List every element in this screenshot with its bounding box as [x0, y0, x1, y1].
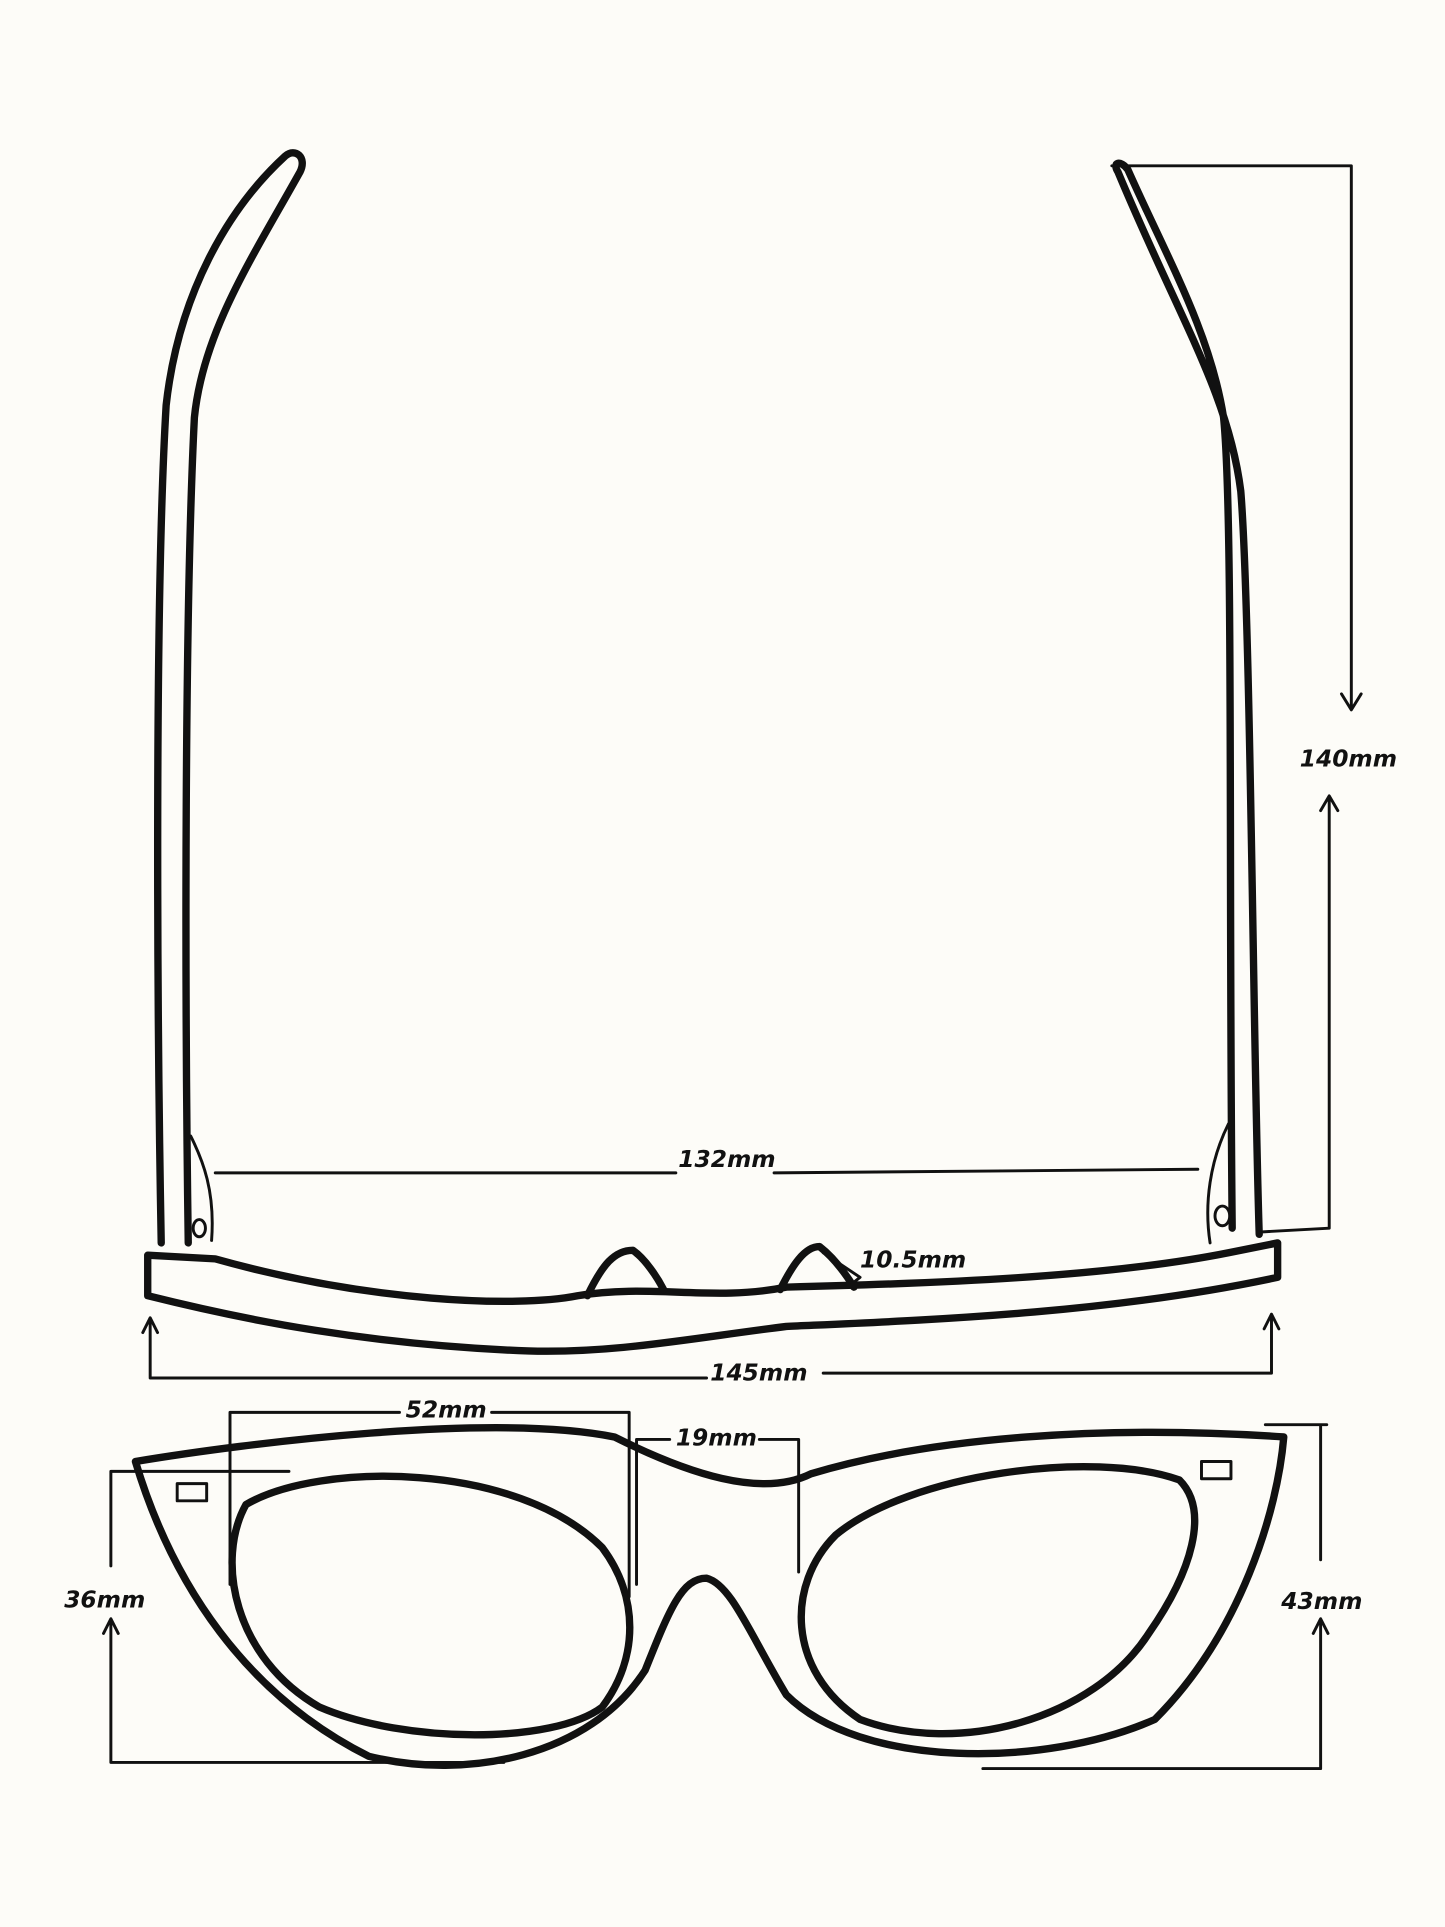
lens-width-line: [228, 1410, 631, 1599]
bridge-width-label: 19mm: [676, 1424, 757, 1452]
left-lens: [228, 1472, 634, 1739]
frame-top-view: [144, 1239, 1282, 1355]
frame-front-view: [131, 1424, 1288, 1769]
lens-width-label: 52mm: [406, 1395, 487, 1423]
left-nose-pad: [583, 1246, 668, 1300]
temple-length-label: 140mm: [1300, 744, 1397, 772]
right-rivet-icon: [1200, 1460, 1233, 1481]
frame-height-label: 43mm: [1280, 1587, 1362, 1615]
frame-height-line: [981, 1423, 1330, 1771]
right-nose-pad: [776, 1242, 858, 1294]
left-rivet-icon: [175, 1482, 209, 1503]
left-hinge: [189, 1134, 214, 1242]
lens-height-line: [102, 1469, 506, 1764]
right-lens: [797, 1463, 1199, 1738]
dimension-lines: [102, 164, 1363, 1771]
right-temple: [1112, 159, 1263, 1238]
frame-width-line: [141, 1312, 1281, 1380]
left-temple: [154, 149, 306, 1247]
right-hinge: [1206, 1122, 1232, 1245]
bridge-pad-leader: [821, 1251, 862, 1289]
temple-length-line-bottom: [1261, 794, 1340, 1234]
temple-length-line-top: [1110, 164, 1363, 712]
frame-width-label: 145mm: [710, 1358, 807, 1386]
bridge-pad-label: 10.5mm: [860, 1245, 966, 1273]
bridge-width-line: [635, 1437, 801, 1586]
lens-height-label: 36mm: [64, 1586, 145, 1614]
hinge-width-label: 132mm: [678, 1145, 775, 1173]
hinge-width-line: [213, 1167, 1200, 1175]
